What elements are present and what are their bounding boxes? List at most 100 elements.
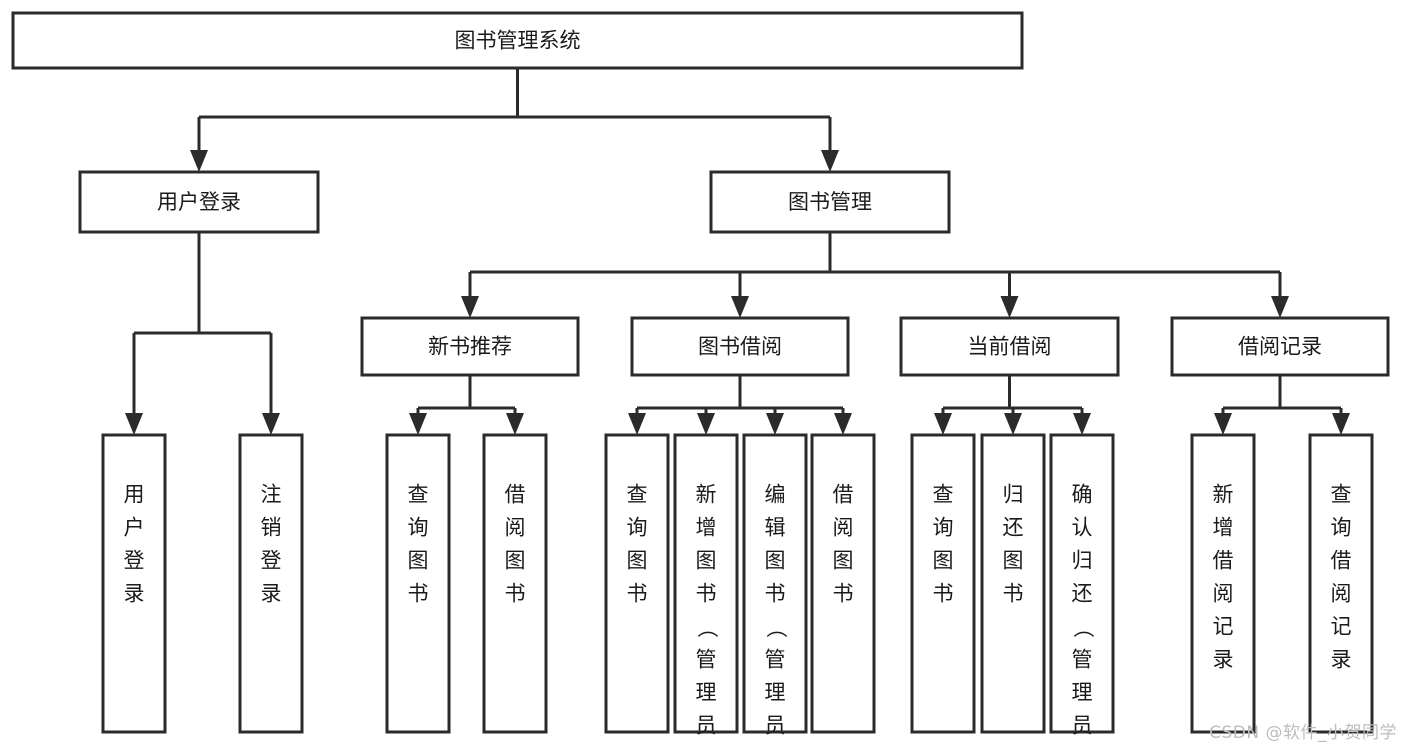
node-label-char: 图 xyxy=(627,549,648,573)
node-label-char: 询 xyxy=(1331,516,1352,540)
node-label-char: 记 xyxy=(1213,615,1234,639)
node-label-char: 理 xyxy=(765,681,786,705)
connector-layer xyxy=(125,68,1350,435)
connector-group-root xyxy=(190,68,839,172)
node-label-char: 书 xyxy=(408,582,429,606)
arrow-head-icon xyxy=(1004,413,1022,435)
node-label-char: 录 xyxy=(1331,648,1352,672)
node-label: 图书管理 xyxy=(788,190,872,214)
node-box[interactable] xyxy=(482,433,548,734)
node-box[interactable] xyxy=(899,316,1120,377)
node-label: 用户登录 xyxy=(157,190,241,214)
node-label-char: 管 xyxy=(1072,648,1093,672)
node-label-char: 确 xyxy=(1072,483,1093,507)
arrow-head-icon xyxy=(834,413,852,435)
node-label-char: 记 xyxy=(1331,615,1352,639)
node-label-char: 书 xyxy=(696,582,717,606)
arrow-head-icon xyxy=(125,413,143,435)
connector-group-new-book-rec xyxy=(409,375,524,435)
node-box[interactable] xyxy=(810,433,876,734)
node-label-char: 理 xyxy=(1072,681,1093,705)
node-box[interactable] xyxy=(1190,433,1256,734)
node-box[interactable] xyxy=(630,316,850,377)
node-label: 借阅记录 xyxy=(1238,335,1322,359)
node-box[interactable] xyxy=(709,170,951,234)
node-label: 图书借阅 xyxy=(698,335,782,359)
node-label-char: 询 xyxy=(408,516,429,540)
node-box[interactable] xyxy=(910,433,976,734)
node-label-char: 增 xyxy=(1213,516,1234,540)
node-label-char: 阅 xyxy=(505,516,526,540)
connector-group-borrow-record xyxy=(1214,375,1350,435)
node-borrow-record[interactable]: 借阅记录 xyxy=(1170,316,1390,377)
node-root[interactable]: 图书管理系统 xyxy=(11,11,1024,70)
node-box[interactable] xyxy=(673,433,739,734)
node-box[interactable] xyxy=(1049,433,1115,734)
node-label-char: 管 xyxy=(696,648,717,672)
node-label-char: 归 xyxy=(1072,549,1093,573)
node-current-borrow[interactable]: 当前借阅 xyxy=(899,316,1120,377)
node-box[interactable] xyxy=(78,170,320,234)
node-book-borrow[interactable]: 图书借阅 xyxy=(630,316,850,377)
node-box[interactable] xyxy=(238,433,304,734)
node-label-char: 图 xyxy=(833,549,854,573)
node-label-char: 图 xyxy=(505,549,526,573)
node-box[interactable] xyxy=(360,316,580,377)
node-label-char: 理 xyxy=(696,681,717,705)
arrow-head-icon xyxy=(731,296,749,318)
node-label-char: 辑 xyxy=(765,516,786,540)
node-label-char: 图 xyxy=(1003,549,1024,573)
node-label: 当前借阅 xyxy=(968,335,1052,359)
node-label-char: 图 xyxy=(765,549,786,573)
arrow-head-icon xyxy=(1214,413,1232,435)
node-box[interactable] xyxy=(11,11,1024,70)
node-new-book-rec[interactable]: 新书推荐 xyxy=(360,316,580,377)
arrow-head-icon xyxy=(934,413,952,435)
node-box[interactable] xyxy=(742,433,808,734)
node-user-login[interactable]: 用户登录 xyxy=(78,170,320,234)
arrow-head-icon xyxy=(1271,296,1289,318)
arrow-head-icon xyxy=(461,296,479,318)
arrow-head-icon xyxy=(697,413,715,435)
node-box[interactable] xyxy=(101,433,167,734)
arrow-head-icon xyxy=(628,413,646,435)
node-label-char: 还 xyxy=(1003,516,1024,540)
node-label-char: 书 xyxy=(765,582,786,606)
node-box[interactable] xyxy=(980,433,1046,734)
node-box[interactable] xyxy=(1308,433,1374,734)
node-box[interactable] xyxy=(385,433,451,734)
node-label-char: 户 xyxy=(124,516,145,540)
connector-group-book-manage xyxy=(461,232,1289,318)
node-box[interactable] xyxy=(1170,316,1390,377)
connector-group-user-login xyxy=(125,232,280,435)
node-book-manage[interactable]: 图书管理 xyxy=(709,170,951,234)
node-label-char: 阅 xyxy=(1213,582,1234,606)
node-label-char: 员 xyxy=(765,714,786,738)
arrow-head-icon xyxy=(262,413,280,435)
node-box[interactable] xyxy=(604,433,670,734)
arrow-head-icon xyxy=(190,150,208,172)
node-label-char: 书 xyxy=(1003,582,1024,606)
node-label-char: 录 xyxy=(124,582,145,606)
node-label-char: 借 xyxy=(1213,549,1234,573)
node-label-char: 新 xyxy=(696,483,717,507)
node-label-char: 编 xyxy=(765,483,786,507)
arrow-head-icon xyxy=(766,413,784,435)
node-label-char: 书 xyxy=(627,582,648,606)
arrow-head-icon xyxy=(821,150,839,172)
node-label-char: 书 xyxy=(833,582,854,606)
node-leaf-user-login[interactable]: 用户登录 xyxy=(101,433,167,734)
